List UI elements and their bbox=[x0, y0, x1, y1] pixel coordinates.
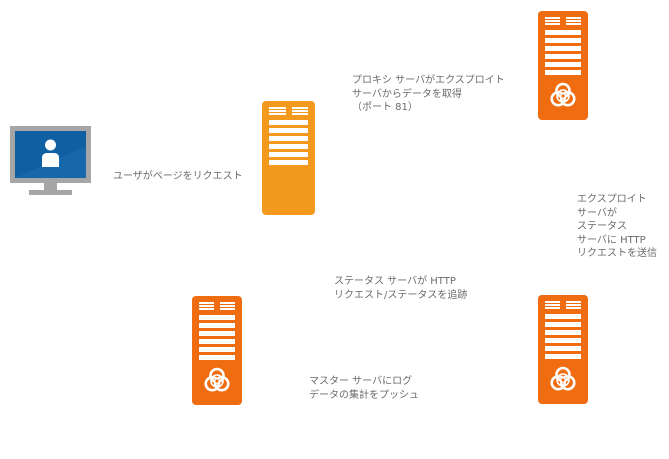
monitor-user-icon bbox=[10, 126, 91, 195]
server-vent bbox=[566, 17, 581, 19]
biohazard-icon bbox=[550, 366, 576, 391]
server-drive-slot bbox=[545, 30, 581, 35]
server-vent bbox=[291, 107, 308, 109]
label-line: リクエスト/ステータスを追跡 bbox=[334, 289, 468, 301]
label-status-track: ステータス サーバが HTTP リクエスト/ステータスを追跡 bbox=[334, 275, 467, 302]
server-drive-slot bbox=[269, 128, 308, 133]
server-drive-slot bbox=[545, 330, 581, 335]
label-proxy-fetch: プロキシ サーバがエクスプロイト サーバからデータを取得 （ポート 81） bbox=[352, 74, 505, 115]
server-drive-slot bbox=[269, 152, 308, 157]
server-drive-slot bbox=[199, 355, 235, 360]
label-line: プロキシ サーバがエクスプロイト bbox=[352, 75, 505, 86]
label-line: データの集計をプッシュ bbox=[309, 389, 419, 401]
label-user-request: ユーザがページをリクエスト bbox=[113, 170, 243, 184]
master-server bbox=[192, 296, 242, 405]
biohazard-icon bbox=[204, 367, 230, 392]
user-computer bbox=[10, 126, 92, 196]
server-vent bbox=[199, 302, 214, 304]
server-vent bbox=[545, 301, 560, 303]
label-line: ユーザがページをリクエスト bbox=[113, 171, 243, 182]
label-line: サーバからデータを取得 bbox=[352, 88, 462, 100]
server-vent bbox=[566, 304, 581, 306]
label-line: ステータス サーバが HTTP bbox=[334, 276, 456, 287]
server-vent bbox=[220, 302, 235, 304]
server-drive-slot bbox=[199, 331, 235, 336]
server-vent bbox=[545, 20, 560, 22]
label-line: サーバが bbox=[577, 207, 617, 219]
server-vent bbox=[269, 107, 286, 109]
server-drive-slot bbox=[545, 346, 581, 351]
server-vent bbox=[269, 110, 286, 112]
server-vent bbox=[545, 307, 560, 309]
server-vent bbox=[545, 23, 560, 25]
server-drive-slot bbox=[545, 354, 581, 359]
server-vent bbox=[545, 304, 560, 306]
server-drive-slot bbox=[199, 315, 235, 320]
label-master-push: マスター サーバにログ データの集計をプッシュ bbox=[309, 375, 419, 402]
label-line: サーバに HTTP bbox=[577, 234, 646, 246]
server-vent bbox=[291, 113, 308, 115]
server-drive-slot bbox=[545, 70, 581, 75]
server-drive-slot bbox=[545, 46, 581, 51]
label-line: マスター サーバにログ bbox=[309, 376, 413, 387]
label-line: エクスプロイト bbox=[577, 194, 647, 205]
server-vent bbox=[566, 307, 581, 309]
server-vent bbox=[566, 23, 581, 25]
server-vent bbox=[220, 308, 235, 310]
server-drive-slot bbox=[545, 54, 581, 59]
server-vent bbox=[291, 110, 308, 112]
biohazard-icon bbox=[550, 82, 576, 107]
server-vent bbox=[199, 308, 214, 310]
server-vent bbox=[199, 305, 214, 307]
server-drive-slot bbox=[199, 323, 235, 328]
server-drive-slot bbox=[199, 339, 235, 344]
label-line: （ポート 81） bbox=[352, 102, 418, 113]
server-drive-slot bbox=[545, 62, 581, 67]
server-drive-slot bbox=[269, 160, 308, 165]
label-line: ステータス bbox=[577, 221, 627, 232]
exploit-server bbox=[538, 11, 588, 120]
server-drive-slot bbox=[545, 314, 581, 319]
status-server bbox=[538, 295, 588, 404]
server-vent bbox=[566, 20, 581, 22]
server-drive-slot bbox=[269, 120, 308, 125]
server-drive-slot bbox=[545, 322, 581, 327]
proxy-server bbox=[262, 101, 315, 215]
server-drive-slot bbox=[269, 136, 308, 141]
server-drive-slot bbox=[545, 338, 581, 343]
server-drive-slot bbox=[199, 347, 235, 352]
server-vent bbox=[566, 301, 581, 303]
server-drive-slot bbox=[545, 38, 581, 43]
label-exploit-send: エクスプロイト サーバが ステータス サーバに HTTP リクエストを送信 bbox=[577, 193, 657, 261]
server-vent bbox=[220, 305, 235, 307]
server-vent bbox=[545, 17, 560, 19]
server-drive-slot bbox=[269, 144, 308, 149]
label-line: リクエストを送信 bbox=[577, 248, 657, 259]
server-vent bbox=[269, 113, 286, 115]
